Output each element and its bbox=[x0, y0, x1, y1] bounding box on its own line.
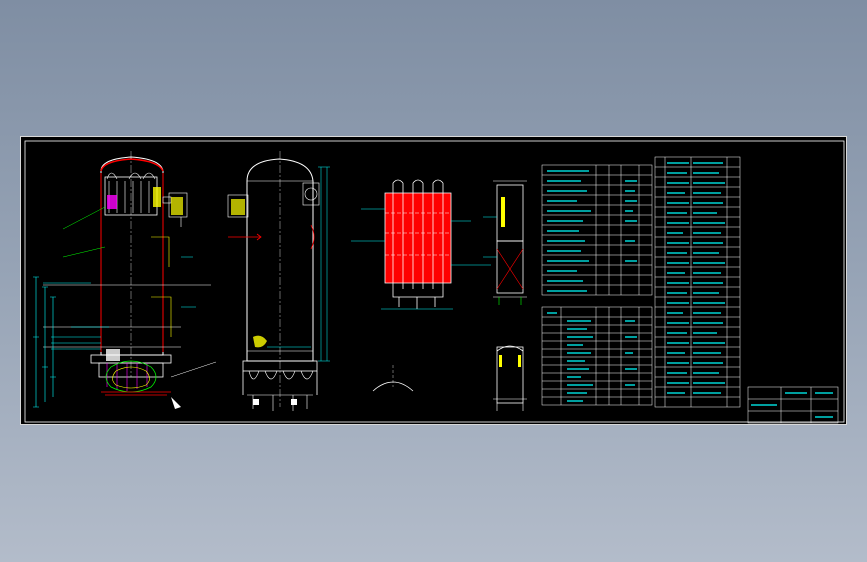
tube-bundle-detail bbox=[351, 179, 491, 392]
front-section-view bbox=[33, 151, 217, 409]
cad-drawing-canvas[interactable] bbox=[20, 136, 847, 425]
parts-list-right-entries bbox=[667, 162, 725, 394]
title-block bbox=[747, 386, 839, 424]
parts-list-left-entries bbox=[547, 170, 637, 402]
parts-list-right bbox=[654, 156, 741, 408]
side-elevation-view bbox=[227, 151, 330, 411]
nozzle-detail-b bbox=[493, 345, 527, 411]
nozzle-detail-a bbox=[483, 180, 527, 305]
cad-drawing-svg bbox=[24, 140, 845, 424]
parts-list-left bbox=[541, 164, 653, 406]
drawing-border bbox=[24, 140, 845, 423]
